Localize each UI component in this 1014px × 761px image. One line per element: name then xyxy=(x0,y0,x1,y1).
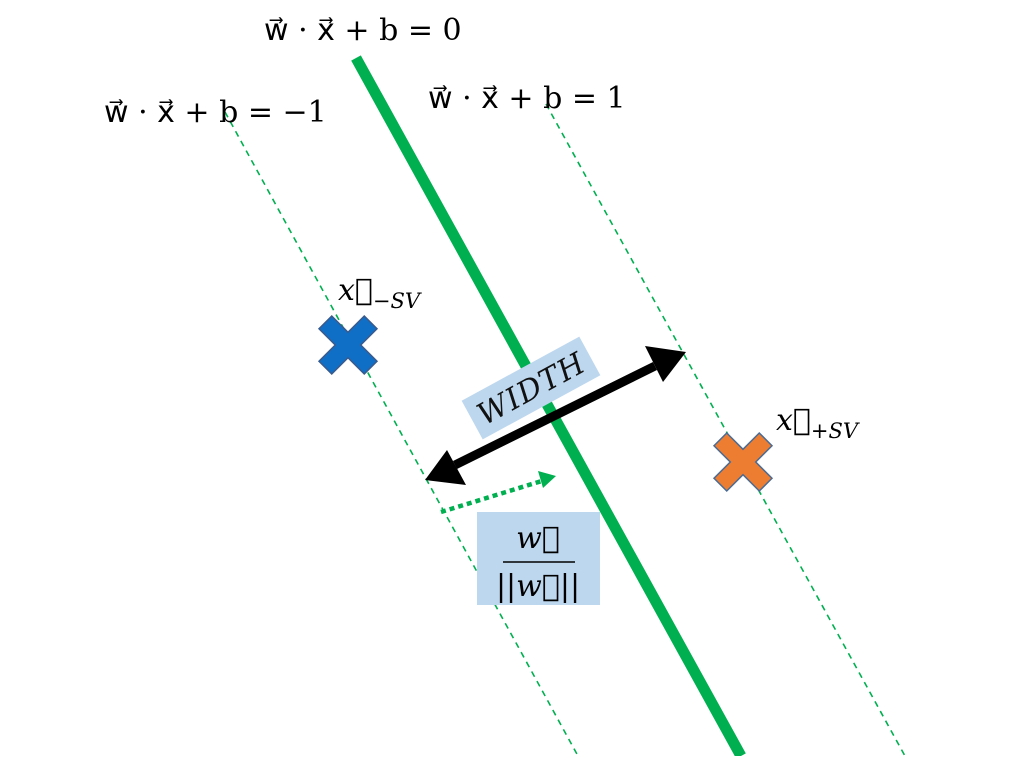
unit-vector-box: w⃗ ||w⃗|| xyxy=(477,512,600,605)
positive-margin-line xyxy=(545,103,906,757)
unit-vector-numerator: w⃗ xyxy=(516,521,560,556)
negative-margin-equation: w⃗ · x⃗ + b = −1 xyxy=(104,95,327,130)
negative-margin-line xyxy=(224,111,579,757)
hyperplane-equation: w⃗ · x⃗ + b = 0 xyxy=(264,13,462,48)
negative-support-vector-marker xyxy=(317,314,379,376)
positive-margin-equation: w⃗ · x⃗ + b = 1 xyxy=(428,81,626,116)
unit-vector-denominator: ||w⃗|| xyxy=(496,569,580,604)
positive-support-vector-label: x⃗+SV xyxy=(776,403,860,443)
negative-support-vector-label: x⃗−SV xyxy=(338,273,422,313)
hyperplane-line xyxy=(351,55,746,759)
width-arrow xyxy=(425,346,686,485)
unit-normal-arrowhead xyxy=(538,471,556,488)
unit-normal-arrow xyxy=(440,477,546,515)
positive-support-vector-marker xyxy=(712,431,774,493)
